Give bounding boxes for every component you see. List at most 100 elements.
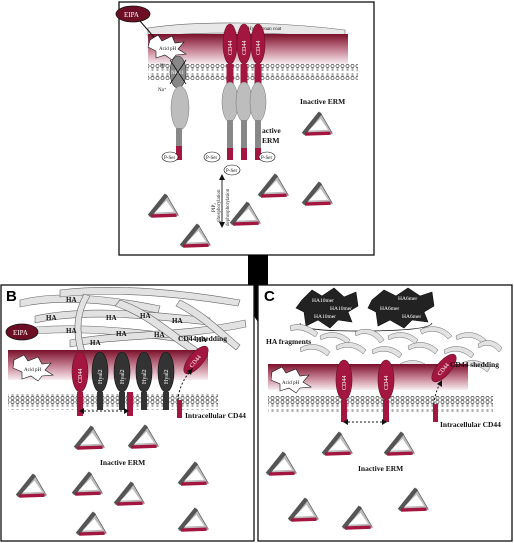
hyal2-receptor-b3: [135, 351, 153, 410]
lateral-arrowhead-right-b: [124, 408, 129, 414]
hyal2-label-b1: Hyal2: [98, 369, 104, 384]
ha-label-b5: HA: [172, 317, 183, 325]
p-ser-label-a2: P-Ser: [206, 156, 217, 161]
oligomer-label-c3: HA10mer: [314, 314, 336, 320]
ha-label-b8: HA: [154, 331, 165, 339]
hyal2-label-b3: Hyal2: [142, 369, 148, 384]
lateral-arrowhead-right-c: [382, 419, 387, 425]
oligomer-label-c2: HA10mer: [330, 306, 352, 312]
nhe1-label: NHE1: [171, 71, 184, 76]
cd44-label-a1: CD44: [228, 41, 234, 55]
p-ser-label-a3: P-Ser: [226, 169, 237, 174]
eipa-oval-b: [5, 323, 39, 341]
cd44-receptor-c1: [335, 359, 353, 422]
intracellular-cd44-label-c: Intracellular CD44: [440, 420, 501, 429]
cd44-receptor-a2: [235, 23, 253, 160]
ha-label-b6: HA: [66, 327, 77, 335]
ha-label-b2: HA: [46, 314, 57, 322]
hyal2-receptor-b4: [157, 351, 175, 410]
oligomer-label-c1: HA10mer: [312, 298, 334, 304]
dephosphorylation-label: dephosphorylation: [226, 188, 231, 226]
panel-a: A Hyaluronan coat EIPA Acid pH NHE1 H⁺ N…: [115, 1, 375, 256]
p-ser-a1: [161, 151, 179, 163]
shedding-arrow-c: [433, 383, 441, 421]
shedding-arrowhead-b: [187, 368, 193, 375]
hyaluronan-coat-label: Hyaluronan coat: [248, 27, 282, 32]
eipa-label-b: EIPA: [13, 329, 28, 337]
ha-fragments: [289, 324, 503, 373]
phospho-arrowhead-up: [219, 174, 225, 180]
receptor-left-a: [170, 85, 190, 160]
oligomer-label-c6: HA6mer: [402, 314, 421, 320]
inactive-erm-label-c: Inactive ERM: [358, 464, 403, 473]
lateral-arrowhead-left-c: [343, 419, 348, 425]
hyal2-receptor-b1: [91, 351, 109, 410]
acid-ph-star-c: [270, 366, 312, 394]
shedding-arrowhead-c: [437, 380, 442, 387]
cd44-label-c2: CD44: [384, 376, 390, 390]
phosphorylation-label: phosphorylation: [217, 189, 222, 222]
membrane-bilayer-b: [8, 394, 218, 410]
p-ser-a3: [223, 164, 241, 176]
cd44-cleaved-c: [431, 353, 457, 383]
ha-fragments-label: HA fragments: [266, 337, 311, 346]
cd44-label-a3: CD44: [256, 41, 262, 55]
acid-ph-star-b: [12, 354, 54, 382]
ha-label-b7: HA: [116, 330, 127, 338]
ha-label-b4: HA: [140, 312, 151, 320]
cd44-receptor-b2: [127, 392, 133, 416]
ha-label-b9: HA: [90, 339, 101, 347]
cd44-label-b: CD44: [78, 369, 84, 383]
cd44-shedding-label-c: CD44 shedding: [450, 360, 499, 369]
ha-strands: [9, 286, 247, 356]
panel-b-letter: B: [6, 288, 17, 305]
hyal2-label-b2: Hyal2: [120, 369, 126, 384]
hyal2-label-b4: Hyal2: [164, 369, 170, 384]
membrane-bilayer-c: [268, 396, 493, 412]
intracellular-cd44-label-b: Intracellular CD44: [185, 411, 246, 420]
p-ser-label-a4: P-Ser: [261, 156, 272, 161]
oligomer-label-c5: HA6mer: [380, 306, 399, 312]
active-erm-label-2: ERM: [262, 136, 280, 145]
oligomer-cloud-6mer: [367, 287, 435, 329]
na-plus-label: Na⁺: [158, 87, 167, 93]
cd44-label-c1: CD44: [342, 376, 348, 390]
cd44-shedding-label-b: CD44 shedding: [178, 334, 227, 343]
cd44-label-a2: CD44: [242, 41, 248, 55]
ha-label-b10: HA: [196, 336, 207, 344]
cd44-receptor-a1: [221, 23, 239, 160]
p-ser-a4: [258, 151, 276, 163]
intracellular-cd44-c: [433, 404, 438, 422]
acid-ph-label-c: Acid pH: [282, 381, 299, 386]
nhe1-cross-2: [169, 59, 187, 85]
phospho-arrowhead-down: [219, 222, 225, 228]
lateral-arrowhead-left-b: [79, 408, 84, 414]
inactive-erm-label-b: Inactive ERM: [100, 458, 145, 467]
panel-c-letter: C: [264, 288, 275, 305]
cd44-receptor-a3: [249, 23, 267, 160]
hyal2-receptor-b2: [113, 351, 131, 410]
ha-label-b1: HA: [66, 296, 77, 304]
eipa-oval-a: [115, 5, 151, 23]
cd44-receptor-c2: [377, 359, 395, 422]
p-ser-a2: [203, 151, 221, 163]
active-erm-label-1: active: [262, 126, 281, 135]
intracellular-cd44-b: [177, 400, 182, 418]
h-plus-label: H⁺: [160, 63, 167, 69]
eipa-label-a: EIPA: [124, 11, 139, 19]
panel-b: B HA HA HA HA HA HA HA HA HA HA EIPA Aci…: [0, 284, 255, 542]
panel-c: C HA10mer HA10mer HA10mer HA6mer HA6mer …: [257, 284, 513, 542]
membrane-bilayer-a: [148, 64, 358, 80]
cd44-cleaved-b: [183, 345, 209, 375]
acid-ph-label-b: Acid pH: [24, 368, 41, 373]
inactive-erm-label-a: Inactive ERM: [300, 97, 345, 106]
p-ser-label-a1: P-Ser: [164, 156, 175, 161]
ha-label-b3: HA: [106, 314, 117, 322]
oligomer-cloud-10mer: [295, 287, 359, 329]
oligomer-label-c4: HA6mer: [398, 296, 417, 302]
acid-ph-star-a: [147, 34, 187, 61]
cd44-receptor-b: [71, 351, 89, 416]
pip2-label: PIP₂: [212, 203, 217, 212]
acid-ph-label-a: Acid pH: [159, 47, 176, 52]
